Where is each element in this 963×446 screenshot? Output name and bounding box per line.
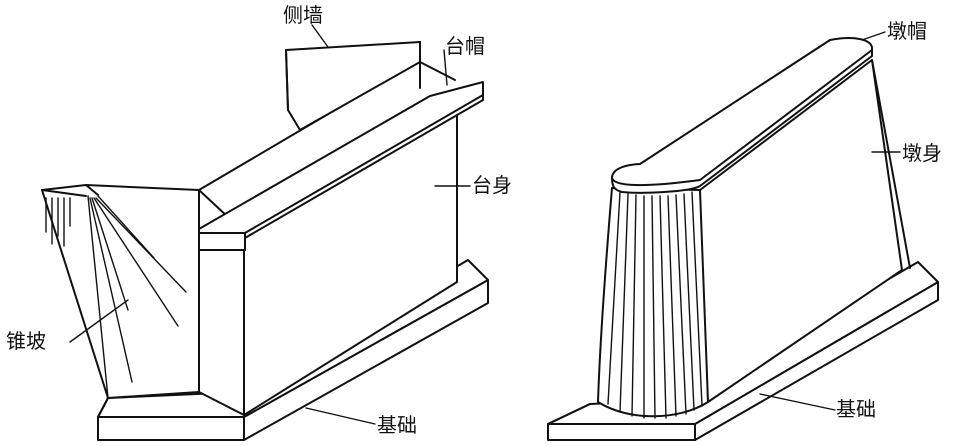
label-pier-cap: 墩帽 bbox=[887, 19, 927, 43]
label-cone-slope: 锥坡 bbox=[6, 329, 46, 353]
pier-cap bbox=[611, 37, 873, 194]
abutment-cap bbox=[191, 61, 484, 251]
pier-body bbox=[597, 59, 911, 419]
pier-leaders bbox=[759, 31, 901, 411]
label-abutment-cap: 台帽 bbox=[445, 34, 485, 58]
pier-drawing bbox=[547, 31, 939, 441]
wing-wall bbox=[285, 41, 421, 131]
label-foundation-right: 基础 bbox=[836, 397, 876, 421]
pier-foundation bbox=[547, 261, 939, 441]
cone-slope bbox=[41, 184, 200, 399]
labels: 侧墙 台帽 台身 锥坡 基础 墩帽 墩身 基础 bbox=[6, 3, 942, 437]
abutment-leaders bbox=[69, 24, 471, 425]
label-wing-wall: 侧墙 bbox=[283, 3, 323, 27]
label-pier-body: 墩身 bbox=[902, 141, 942, 165]
label-foundation-left: 基础 bbox=[377, 413, 417, 437]
label-abutment-body: 台身 bbox=[472, 173, 512, 197]
abutment-drawing bbox=[41, 24, 489, 441]
